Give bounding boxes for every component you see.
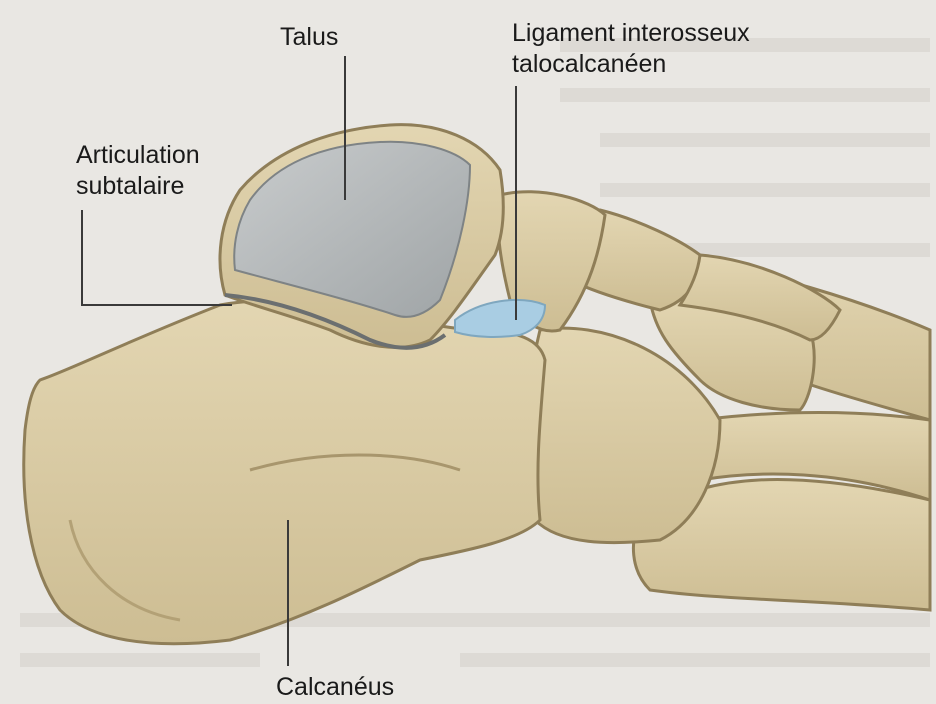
articulation-leader-line	[82, 210, 232, 305]
ligament-label: Ligament interosseux talocalcanéen	[512, 18, 750, 80]
ligament-label-line1: Ligament interosseux	[512, 18, 750, 49]
talus-label: Talus	[280, 22, 338, 53]
calcaneus-bone	[24, 301, 545, 644]
articulation-label-line1: Articulation	[76, 140, 200, 171]
articulation-label: Articulation subtalaire	[76, 140, 200, 202]
calcaneus-label: Calcanéus	[276, 672, 394, 703]
ligament-label-line2: talocalcanéen	[512, 49, 750, 80]
articulation-label-line2: subtalaire	[76, 171, 200, 202]
interosseous-ligament	[455, 300, 545, 337]
